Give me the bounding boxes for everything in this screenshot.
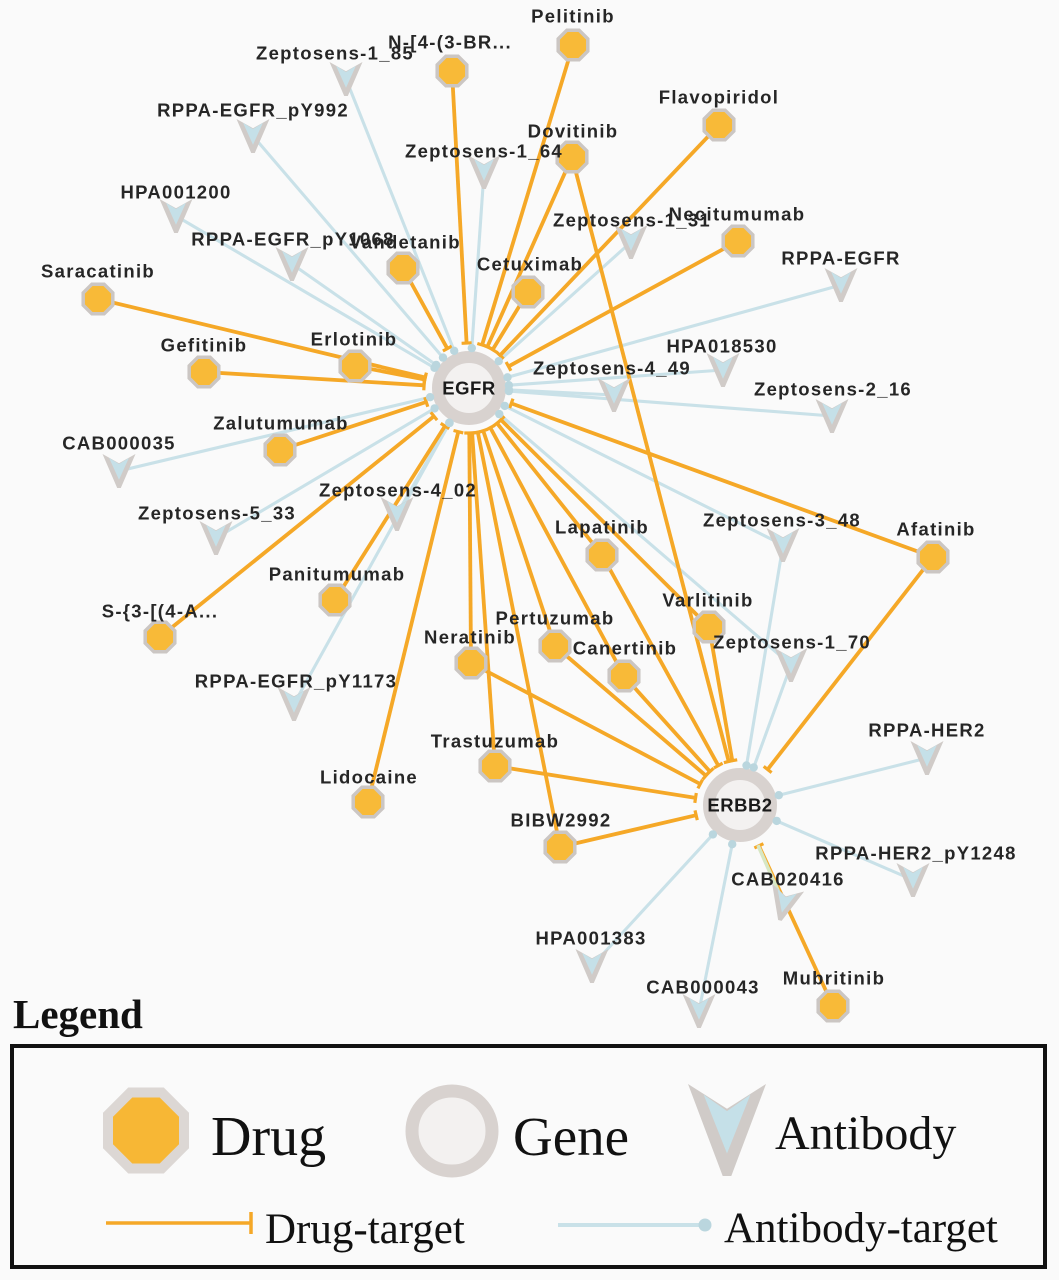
- svg-text:Necitumumab: Necitumumab: [669, 204, 806, 225]
- svg-text:CAB020416: CAB020416: [731, 869, 845, 890]
- svg-text:RPPA-EGFR_pY1068: RPPA-EGFR_pY1068: [191, 229, 394, 250]
- svg-text:HPA001383: HPA001383: [535, 928, 646, 949]
- svg-text:EGFR: EGFR: [442, 378, 495, 399]
- svg-text:Panitumumab: Panitumumab: [269, 564, 406, 585]
- svg-text:Mubritinib: Mubritinib: [783, 968, 885, 989]
- svg-text:Antibody-target: Antibody-target: [724, 1205, 998, 1252]
- svg-text:RPPA-HER2_pY1248: RPPA-HER2_pY1248: [815, 843, 1016, 864]
- svg-text:Pelitinib: Pelitinib: [531, 6, 615, 27]
- svg-text:Zeptosens-2_16: Zeptosens-2_16: [754, 379, 912, 400]
- svg-text:Trastuzumab: Trastuzumab: [431, 731, 559, 752]
- svg-text:Varlitinib: Varlitinib: [662, 590, 753, 611]
- svg-text:Antibody: Antibody: [775, 1107, 956, 1160]
- svg-text:RPPA-EGFR: RPPA-EGFR: [781, 248, 900, 269]
- svg-text:RPPA-EGFR_pY1173: RPPA-EGFR_pY1173: [195, 671, 397, 692]
- svg-text:HPA001200: HPA001200: [120, 182, 231, 203]
- svg-text:Vandetanib: Vandetanib: [349, 232, 461, 253]
- svg-text:Afatinib: Afatinib: [896, 519, 975, 540]
- svg-text:Zeptosens-4_02: Zeptosens-4_02: [319, 480, 477, 501]
- svg-text:Drug: Drug: [211, 1106, 326, 1168]
- svg-text:Lidocaine: Lidocaine: [320, 767, 418, 788]
- svg-text:CAB000035: CAB000035: [62, 433, 176, 454]
- svg-text:Pertuzumab: Pertuzumab: [496, 608, 615, 629]
- svg-text:Zalutumumab: Zalutumumab: [213, 413, 349, 434]
- svg-text:Saracatinib: Saracatinib: [41, 261, 155, 282]
- svg-text:Flavopiridol: Flavopiridol: [659, 87, 779, 108]
- svg-text:Erlotinib: Erlotinib: [311, 329, 398, 350]
- svg-text:BIBW2992: BIBW2992: [511, 810, 612, 831]
- svg-text:Cetuximab: Cetuximab: [477, 254, 583, 275]
- svg-text:Zeptosens-3_48: Zeptosens-3_48: [703, 510, 861, 531]
- svg-text:Zeptosens-5_33: Zeptosens-5_33: [138, 503, 296, 524]
- svg-text:Legend: Legend: [13, 991, 143, 1037]
- svg-text:N-[4-(3-BR...: N-[4-(3-BR...: [388, 32, 512, 53]
- svg-text:S-{3-[(4-A...: S-{3-[(4-A...: [102, 601, 219, 622]
- svg-text:Gefitinib: Gefitinib: [161, 335, 248, 356]
- svg-text:Zeptosens-1_85: Zeptosens-1_85: [256, 43, 414, 64]
- svg-text:Zeptosens-4_49: Zeptosens-4_49: [533, 358, 691, 379]
- svg-text:Drug-target: Drug-target: [265, 1206, 465, 1253]
- svg-text:RPPA-HER2: RPPA-HER2: [868, 720, 985, 741]
- svg-text:CAB000043: CAB000043: [646, 977, 760, 998]
- svg-text:ERBB2: ERBB2: [707, 795, 772, 816]
- svg-text:Neratinib: Neratinib: [424, 627, 516, 648]
- svg-text:Gene: Gene: [513, 1106, 629, 1167]
- svg-text:Zeptosens-1_64: Zeptosens-1_64: [405, 141, 563, 162]
- svg-text:Canertinib: Canertinib: [573, 638, 677, 659]
- svg-text:Lapatinib: Lapatinib: [555, 517, 649, 538]
- svg-text:Dovitinib: Dovitinib: [528, 121, 619, 142]
- svg-text:Zeptosens-1_31: Zeptosens-1_31: [553, 210, 711, 231]
- svg-text:Zeptosens-1_70: Zeptosens-1_70: [713, 632, 871, 653]
- svg-text:HPA018530: HPA018530: [666, 336, 777, 357]
- svg-text:RPPA-EGFR_pY992: RPPA-EGFR_pY992: [157, 100, 349, 121]
